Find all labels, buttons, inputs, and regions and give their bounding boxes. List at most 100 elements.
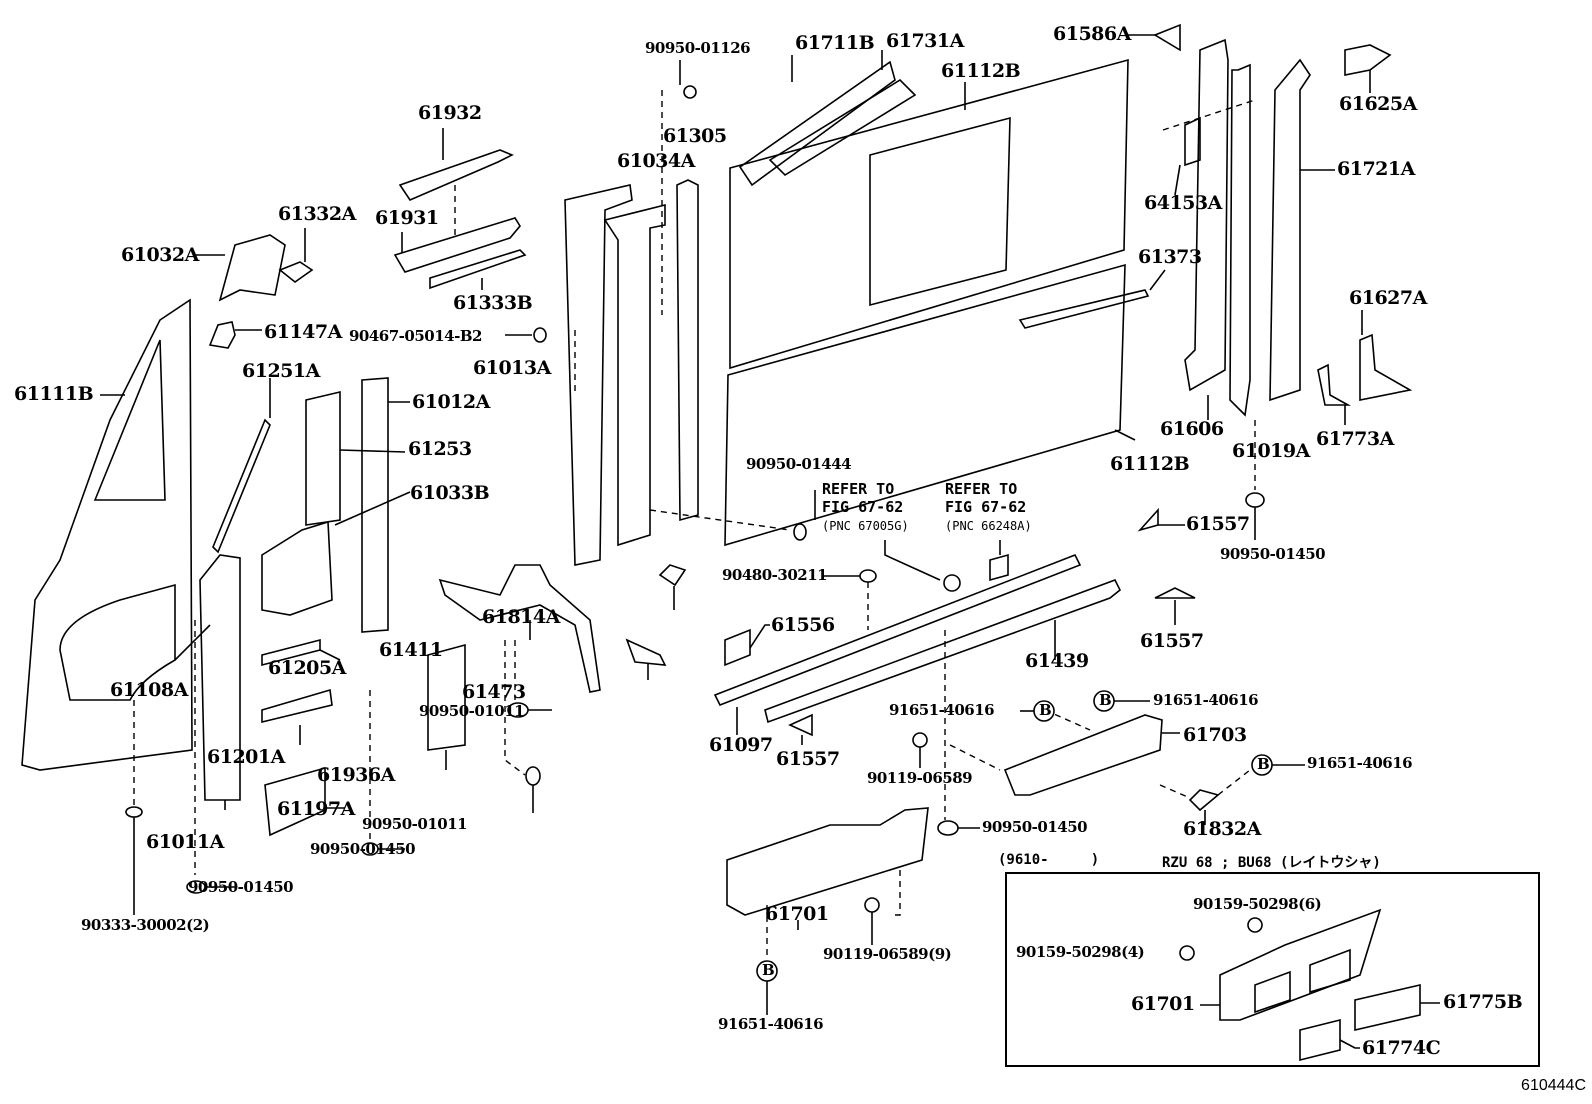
label-61019a: 61019A bbox=[1232, 440, 1310, 462]
label-61557: 61557 bbox=[776, 748, 840, 770]
inset-61701-shape bbox=[1219, 908, 1382, 1021]
label-61625a: 61625A bbox=[1339, 93, 1417, 115]
reference-pnc: (PNC 67005G) bbox=[822, 519, 909, 533]
label-90950-01444: 90950-01444 bbox=[746, 455, 852, 473]
part-61721a-shape bbox=[1269, 58, 1311, 402]
label-61112b-top: 61112B bbox=[941, 60, 1021, 82]
screw-icon bbox=[1247, 917, 1263, 933]
part-61701-shape bbox=[726, 807, 929, 916]
part-61111b-shape bbox=[21, 298, 193, 771]
part-61556-shape bbox=[724, 628, 751, 667]
inset-model-caption: RZU 68 ; BU68 (レイトウシャ) bbox=[1162, 855, 1381, 871]
label-91651-40616: 91651-40616 bbox=[1153, 691, 1259, 709]
clip-icon bbox=[943, 574, 961, 592]
label-61411: 61411 bbox=[379, 639, 443, 661]
label-90950-01011: 90950-01011 bbox=[362, 815, 468, 833]
label-90467-05014-b2: 90467-05014-B2 bbox=[349, 327, 482, 345]
label-61936a: 61936A bbox=[317, 764, 395, 786]
bolt-marker-letter: B bbox=[762, 961, 775, 979]
label-61201a: 61201A bbox=[207, 746, 285, 768]
label-61332a: 61332A bbox=[278, 203, 356, 225]
label-64153a: 64153A bbox=[1144, 192, 1222, 214]
part-61439-shape bbox=[764, 579, 1122, 724]
part-61625a-shape bbox=[1344, 44, 1392, 76]
label-61721a: 61721A bbox=[1337, 158, 1415, 180]
label-90333-30002: 90333-30002(2) bbox=[81, 916, 210, 934]
reference-line: REFER TO bbox=[822, 480, 895, 498]
label-61205a: 61205A bbox=[268, 657, 346, 679]
reference-note-67005g: REFER TO FIG 67-62 (PNC 67005G) bbox=[822, 480, 909, 535]
screw-icon bbox=[912, 732, 928, 748]
label-61097: 61097 bbox=[709, 734, 773, 756]
label-90159-50298-4: 90159-50298(4) bbox=[1016, 943, 1145, 961]
label-61108a: 61108A bbox=[110, 679, 188, 701]
inset-61775b-shape bbox=[1354, 983, 1421, 1032]
label-61627a: 61627A bbox=[1349, 287, 1427, 309]
bolt-marker-letter: B bbox=[1039, 701, 1052, 719]
part-61019a-shape bbox=[1229, 63, 1251, 417]
part-61332a-shape bbox=[278, 261, 314, 284]
part-61703-shape bbox=[1003, 714, 1163, 796]
grommet-icon bbox=[937, 820, 959, 836]
part-61557-shape bbox=[1137, 507, 1159, 532]
label-61373: 61373 bbox=[1138, 246, 1202, 268]
label-61557: 61557 bbox=[1140, 630, 1204, 652]
label-61932: 61932 bbox=[418, 102, 482, 124]
figure-id: 610444C bbox=[1521, 1077, 1586, 1094]
label-91651-40616: 91651-40616 bbox=[889, 701, 995, 719]
label-91651-40616: 91651-40616 bbox=[718, 1015, 824, 1033]
part-61411-shape bbox=[438, 564, 601, 693]
reference-note-66248a: REFER TO FIG 67-62 (PNC 66248A) bbox=[945, 480, 1032, 535]
label-61931: 61931 bbox=[375, 207, 439, 229]
label-61034a: 61034A bbox=[617, 150, 695, 172]
part-61305-shape bbox=[676, 179, 699, 522]
part-61773a-shape bbox=[1317, 363, 1352, 406]
part-61251a-shape bbox=[212, 418, 271, 554]
grommet-icon bbox=[1245, 492, 1265, 508]
label-61197a: 61197A bbox=[277, 798, 355, 820]
label-61814a: 61814A bbox=[482, 606, 560, 628]
label-90950-01450: 90950-01450 bbox=[188, 878, 294, 896]
label-61731a: 61731A bbox=[886, 30, 964, 52]
reference-line: REFER TO bbox=[945, 480, 1018, 498]
grommet-icon bbox=[683, 85, 697, 99]
screw-icon bbox=[864, 897, 880, 913]
part-61097-shape bbox=[713, 553, 1082, 707]
part-61832a-shape bbox=[1188, 789, 1220, 812]
label-61033b: 61033B bbox=[410, 482, 490, 504]
part-61201a-shape bbox=[261, 688, 333, 724]
part-64153a-shape bbox=[1184, 116, 1201, 167]
part-61011a-shape bbox=[199, 554, 241, 801]
part-61197a-shape bbox=[264, 766, 326, 837]
label-61774c: 61774C bbox=[1362, 1037, 1441, 1059]
part-61373-shape bbox=[1018, 289, 1150, 329]
part-61936a-shape bbox=[427, 643, 466, 751]
label-61711b: 61711B bbox=[795, 32, 875, 54]
label-90950-01126: 90950-01126 bbox=[645, 39, 751, 57]
label-61701-inset: 61701 bbox=[1131, 993, 1195, 1015]
part-61931-shape bbox=[393, 217, 521, 273]
part-61814a-shape bbox=[658, 564, 687, 587]
screw-icon bbox=[1179, 945, 1195, 961]
label-90950-01450: 90950-01450 bbox=[1220, 545, 1326, 563]
bolt-marker-letter: B bbox=[1099, 691, 1112, 709]
label-90950-01450: 90950-01450 bbox=[310, 840, 416, 858]
label-90480-30211: 90480-30211 bbox=[722, 566, 828, 584]
label-61586a: 61586A bbox=[1053, 23, 1131, 45]
label-61473: 61473 bbox=[462, 681, 526, 703]
part-61557-shape bbox=[1154, 587, 1196, 599]
label-61012a: 61012A bbox=[412, 391, 490, 413]
part-61147a-shape bbox=[208, 321, 236, 349]
label-61147a: 61147A bbox=[264, 321, 342, 343]
part-61032a-shape bbox=[218, 234, 286, 302]
part-61627a-shape bbox=[1359, 333, 1413, 401]
grommet-icon bbox=[525, 766, 541, 786]
part-61586a-shape bbox=[1153, 23, 1181, 52]
plug-icon bbox=[859, 569, 877, 583]
label-61032a: 61032A bbox=[121, 244, 199, 266]
reference-fig: FIG 67-62 bbox=[822, 498, 904, 516]
label-90159-50298-6: 90159-50298(6) bbox=[1193, 895, 1322, 913]
label-61701: 61701 bbox=[765, 903, 829, 925]
